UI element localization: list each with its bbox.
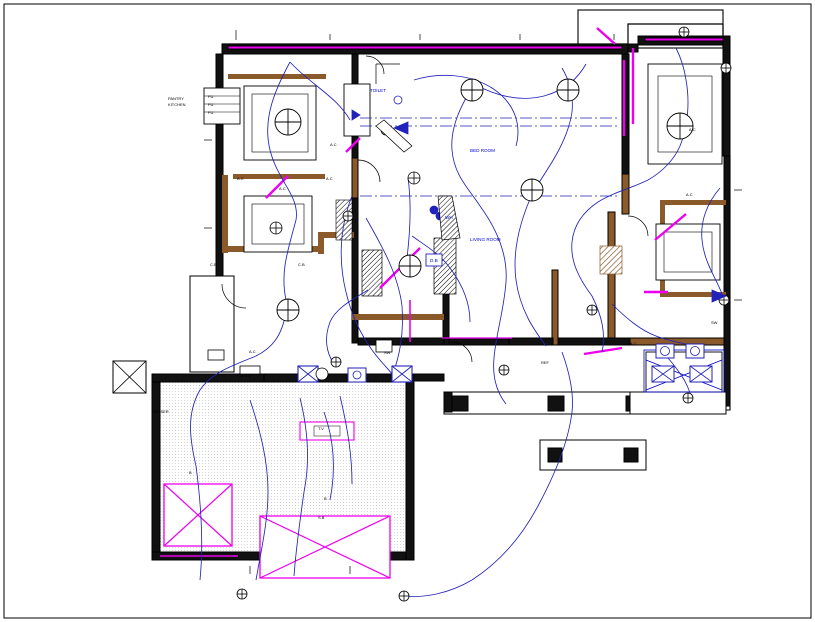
label-ref: REF	[541, 360, 550, 365]
label-ac-1: A.C	[237, 176, 244, 181]
hatched-columns	[335, 199, 623, 297]
label-fu-1: FU	[208, 94, 213, 99]
door-swings	[221, 55, 649, 363]
plan-text-labels: PANTRY KITCHEN BED ROOM LIVING ROOM TOIL…	[152, 88, 718, 520]
label-b-2: B	[324, 496, 327, 501]
label-ac-3: A.C	[326, 176, 333, 181]
label-cb-mid: C.B	[298, 262, 305, 267]
label-ac-right: A.C	[686, 192, 693, 197]
dimension-ticks	[204, 30, 742, 574]
label-bed-room: BED ROOM	[470, 148, 495, 153]
magenta-blocks	[163, 349, 725, 579]
label-b-1: B	[189, 470, 192, 475]
label-sw-right: SW	[711, 320, 718, 325]
ceiling-fan-symbols	[274, 78, 694, 322]
page-border	[3, 3, 812, 619]
label-wh: WH	[445, 215, 453, 220]
label-ac-6: A.C	[630, 341, 637, 346]
label-ac-2: A.C	[279, 186, 286, 191]
label-tv: T.V	[318, 426, 324, 431]
label-cb-left: C.B	[210, 262, 217, 267]
switch-board-symbols	[297, 343, 713, 383]
label-toilet: TOILET	[370, 88, 386, 93]
label-sb: S.B	[318, 515, 325, 520]
label-mcb: M.C.B	[240, 373, 251, 378]
label-fu-2: FU	[208, 102, 213, 107]
label-ac-4: A.C	[249, 349, 256, 354]
label-sw-mid: SW	[384, 350, 391, 355]
label-geyser: GEYSER	[152, 409, 169, 414]
label-ac-5: A.C	[689, 127, 696, 132]
label-db: D.B	[430, 258, 438, 263]
label-kitchen: KITCHEN	[168, 102, 186, 107]
label-ac-7: A.C	[330, 142, 337, 147]
distribution-board-symbols	[203, 87, 443, 375]
label-living-room: LIVING ROOM	[470, 237, 501, 242]
label-pantry: PANTRY	[168, 96, 184, 101]
label-fu-3: FU	[208, 110, 213, 115]
